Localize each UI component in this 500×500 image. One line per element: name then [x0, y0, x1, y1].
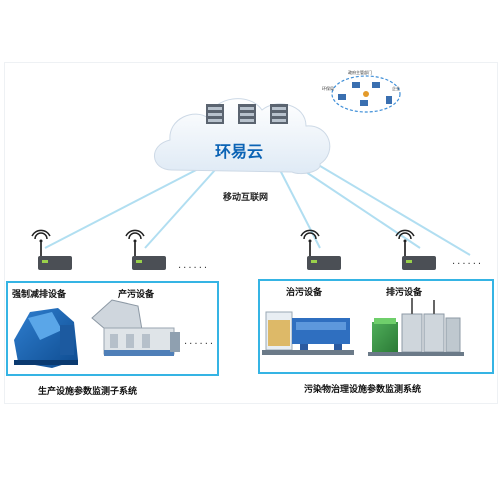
cloud-label: 环易云	[215, 142, 264, 161]
emission-reduction-machine	[14, 308, 78, 368]
equipment-label-forced-reduction: 强制减排设备	[12, 290, 67, 300]
network-links	[44, 159, 471, 256]
discharge-equipment	[368, 298, 464, 356]
treatment-monitoring-box	[258, 279, 494, 374]
ellipsis-top-left: ......	[178, 260, 210, 271]
terminal-ring	[331, 75, 401, 113]
equipment-label-discharge: 排污设备	[386, 288, 423, 298]
system-label-treatment: 污染物治理设施参数监测系统	[304, 385, 422, 395]
ellipsis-left-box: ......	[184, 336, 216, 347]
system-label-production: 生产设施参数监测子系统	[38, 387, 138, 397]
server-icons	[206, 104, 288, 124]
router-icons	[31, 229, 436, 270]
pollution-producing-machine	[91, 299, 180, 356]
treatment-plant	[262, 311, 354, 355]
terminal-label-enterprise: 企业	[392, 86, 400, 91]
network-label: 移动互联网	[223, 193, 269, 203]
terminal-label-gov: 政府主管部门	[348, 70, 372, 75]
equipment-label-treatment: 治污设备	[286, 288, 323, 298]
production-monitoring-box	[6, 281, 219, 376]
terminal-label-epb: 环保局	[322, 86, 334, 91]
equipment-label-pollution-producing: 产污设备	[118, 290, 155, 300]
ellipsis-top-right: ......	[452, 256, 484, 267]
